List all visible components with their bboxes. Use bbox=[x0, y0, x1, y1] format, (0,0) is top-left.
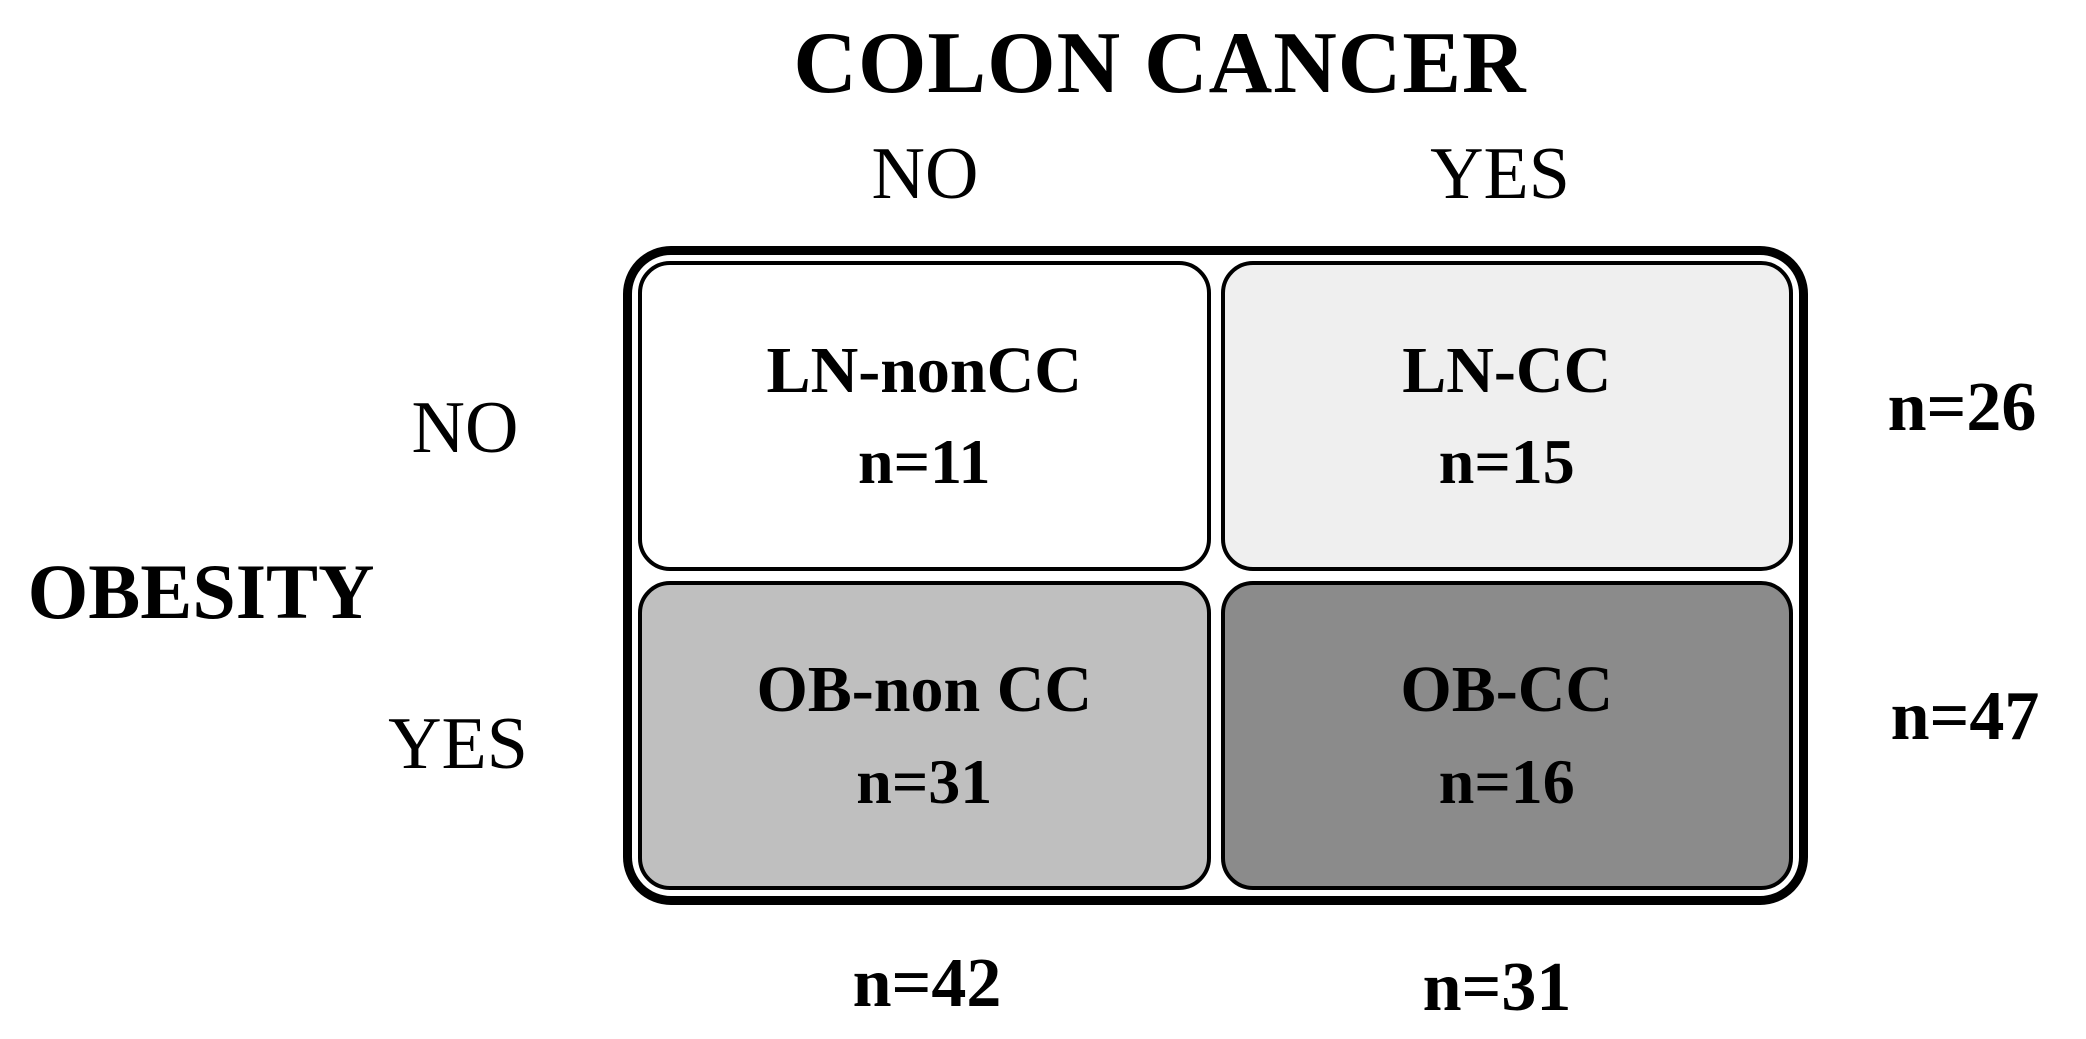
cell-count: n=15 bbox=[1438, 426, 1575, 498]
row-label-no: NO bbox=[411, 387, 519, 469]
cell-group-label: OB-CC bbox=[1400, 653, 1614, 727]
column-total-no: n=42 bbox=[852, 945, 1002, 1022]
cell-count: n=16 bbox=[1438, 745, 1575, 817]
column-total-yes: n=31 bbox=[1422, 949, 1572, 1026]
contingency-table: LN-nonCC n=11 LN-CC n=15 OB-non CC n=31 … bbox=[623, 246, 1808, 905]
cell-ob-cc: OB-CC n=16 bbox=[1220, 580, 1793, 890]
cell-group-label: LN-CC bbox=[1402, 333, 1612, 407]
column-header-yes: YES bbox=[1430, 133, 1570, 215]
row-axis-title: OBESITY bbox=[27, 548, 375, 635]
cell-ob-noncc: OB-non CC n=31 bbox=[638, 580, 1211, 890]
column-header-no: NO bbox=[871, 133, 979, 215]
row-total-yes: n=47 bbox=[1890, 678, 2040, 755]
cell-group-label: OB-non CC bbox=[756, 653, 1093, 727]
cell-count: n=11 bbox=[857, 426, 991, 498]
cell-ln-cc: LN-CC n=15 bbox=[1220, 261, 1793, 571]
cell-group-label: LN-nonCC bbox=[766, 333, 1082, 407]
column-axis-title: COLON CANCER bbox=[793, 15, 1527, 112]
cell-count: n=31 bbox=[856, 745, 993, 817]
cell-ln-noncc: LN-nonCC n=11 bbox=[638, 261, 1211, 571]
row-total-no: n=26 bbox=[1887, 369, 2037, 446]
row-label-yes: YES bbox=[388, 703, 528, 785]
